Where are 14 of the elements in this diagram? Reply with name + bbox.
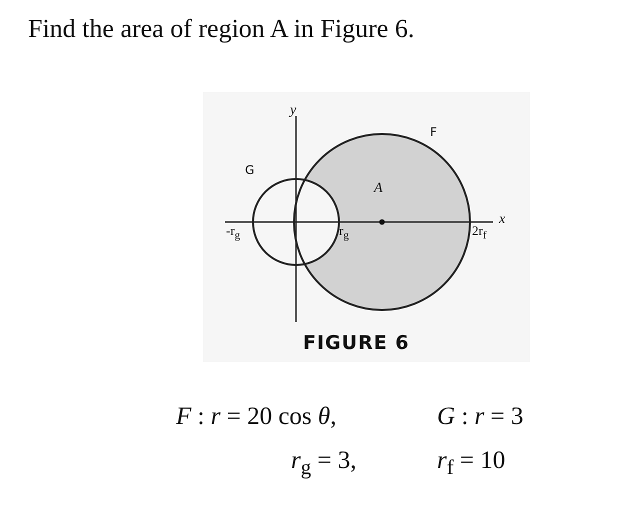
equation: G : r = 3	[437, 404, 524, 429]
equation: F : r = 20 cos θ,	[176, 404, 336, 429]
tick-label: 2r$_{f}$	[472, 224, 486, 242]
tick-label: r$_{g}$	[339, 224, 349, 242]
equation: r$_{g}$ = 3,	[291, 448, 357, 478]
region-label: A	[374, 182, 383, 196]
circle-label: G	[245, 164, 254, 176]
equation: r$_{f}$ = 10	[437, 448, 506, 478]
axis-label: x	[499, 213, 506, 227]
axis-label: y	[290, 104, 296, 118]
figure-caption: FIGURE 6	[303, 334, 410, 353]
circle-label: F	[430, 126, 437, 138]
tick-label: -r$_{g}$	[226, 224, 240, 242]
question-text: Find the area of region A in Figure 6.	[28, 16, 414, 42]
